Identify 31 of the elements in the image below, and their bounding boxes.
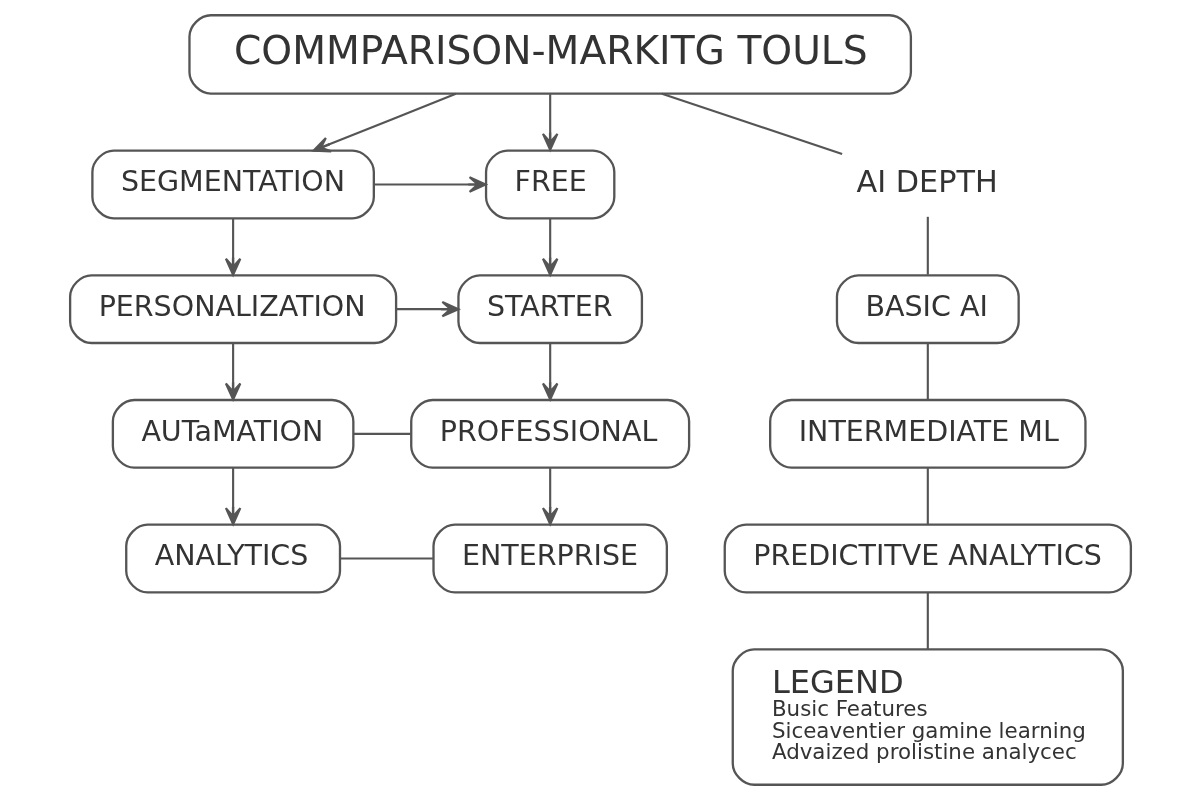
node-box: ANALYTICS <box>124 523 341 594</box>
node-box: SEGMENTATION <box>90 149 375 220</box>
arrow <box>224 218 241 276</box>
connector <box>926 592 929 650</box>
node-box: ENTERPRISE <box>431 523 668 594</box>
arrow <box>541 343 558 401</box>
arrow <box>541 218 558 276</box>
node-box: LEGEND Busic Features Siceaventier gamine learning Advaized prolistine analycec <box>731 648 1124 786</box>
arrow <box>541 94 558 151</box>
connector <box>926 343 929 400</box>
arrow <box>312 92 456 153</box>
arrow <box>541 468 558 526</box>
arrow <box>396 300 459 318</box>
arrow <box>224 468 241 526</box>
node-box: AUTaMATION <box>111 398 354 469</box>
arrow <box>373 176 487 193</box>
connector <box>353 432 411 435</box>
node-box: PERSONALIZATION <box>68 274 397 345</box>
node-box: PROFESSIONAL <box>409 398 690 469</box>
node-box: COMMPARISON-MARKITG TOULS <box>187 14 912 95</box>
node-box: BASIC AI <box>835 274 1020 345</box>
arrow <box>224 343 241 401</box>
connector <box>926 468 929 525</box>
connector <box>661 92 842 155</box>
node-box: STARTER <box>456 274 643 345</box>
connector <box>339 557 433 560</box>
connector <box>926 216 929 275</box>
node-text: AI DEPTH <box>856 163 998 199</box>
node-box: FREE <box>484 149 615 220</box>
node-box: INTERMEDIATE ML <box>768 398 1087 469</box>
node-box: PREDICTITVE ANALYTICS <box>723 523 1132 594</box>
